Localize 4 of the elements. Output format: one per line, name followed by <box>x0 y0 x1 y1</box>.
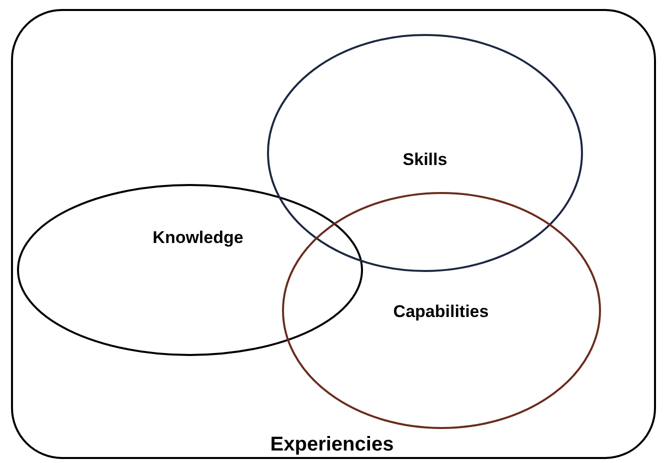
node-label: Capabilities <box>393 302 489 322</box>
node-label: Skills <box>402 150 448 170</box>
node-label: Knowledge <box>152 228 244 248</box>
node-label: Experiencies <box>270 434 394 456</box>
